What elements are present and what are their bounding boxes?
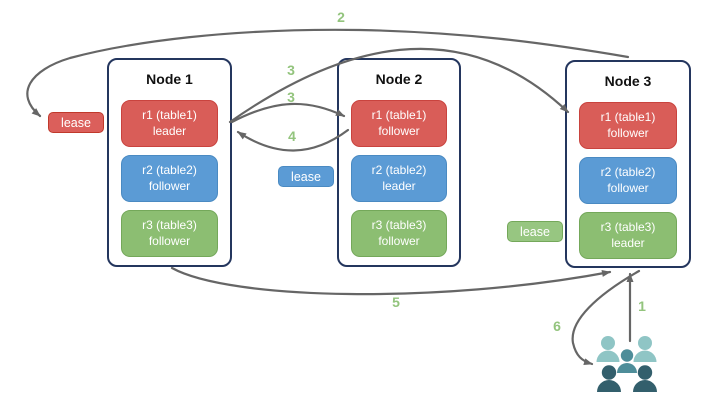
replica-name: r3 (table3) — [600, 219, 656, 234]
node-1-replica-r1: r1 (table1) leader — [121, 100, 218, 147]
replica-role: follower — [607, 180, 649, 195]
replica-name: r1 (table1) — [142, 107, 197, 122]
replica-role: leader — [152, 123, 187, 138]
replica-name: r2 (table2) — [600, 164, 656, 179]
replica-role: leader — [611, 235, 645, 250]
node-1-replica-r2: r2 (table2) follower — [121, 155, 218, 202]
replica-role: follower — [148, 178, 191, 193]
node-2-replica-r3: r3 (table3) follower — [351, 210, 447, 257]
step-label-5: 5 — [392, 294, 400, 310]
node-2-replica-r2: r2 (table2) leader — [351, 155, 447, 202]
step-label-3b: 3 — [287, 89, 295, 105]
step-label-4: 4 — [288, 128, 296, 144]
lease-badge-r3: lease — [507, 221, 563, 242]
step-label-6: 6 — [553, 318, 561, 334]
node-3: Node 3 r1 (table1) follower r2 (table2) … — [565, 60, 691, 268]
lease-badge-r2: lease — [278, 166, 334, 187]
step-label-3a: 3 — [287, 62, 295, 78]
arrow-step-5-node1-to-node3 — [170, 266, 612, 296]
replica-name: r1 (table1) — [600, 109, 656, 124]
replica-role: follower — [378, 233, 420, 248]
node-3-title: Node 3 — [604, 73, 652, 89]
node-1-title: Node 1 — [146, 71, 193, 87]
node-2-replica-r1: r1 (table1) follower — [351, 100, 447, 147]
replica-name: r2 (table2) — [142, 162, 197, 177]
replica-name: r2 (table2) — [371, 162, 427, 177]
replica-name: r3 (table3) — [142, 217, 197, 232]
node-1: Node 1 r1 (table1) leader r2 (table2) fo… — [107, 58, 232, 267]
node-2-title: Node 2 — [375, 71, 423, 87]
step-label-2: 2 — [337, 9, 345, 25]
step-label-1: 1 — [638, 298, 646, 314]
arrow-step-6-node3-to-clients — [571, 269, 641, 366]
users-icon — [596, 336, 657, 392]
replica-role: leader — [382, 178, 416, 193]
node-1-replica-r3: r3 (table3) follower — [121, 210, 218, 257]
arrow-step-3-leader-to-node2 — [230, 102, 346, 124]
node-3-replica-r3: r3 (table3) leader — [579, 212, 677, 259]
replica-name: r1 (table1) — [371, 107, 427, 122]
replica-name: r3 (table3) — [371, 217, 427, 232]
replica-role: follower — [148, 233, 191, 248]
node-3-replica-r1: r1 (table1) follower — [579, 102, 677, 149]
lease-badge-r1: lease — [48, 112, 104, 133]
replica-role: follower — [607, 125, 649, 140]
node-3-replica-r2: r2 (table2) follower — [579, 157, 677, 204]
node-2: Node 2 r1 (table1) follower r2 (table2) … — [337, 58, 461, 267]
replica-role: follower — [378, 123, 420, 138]
